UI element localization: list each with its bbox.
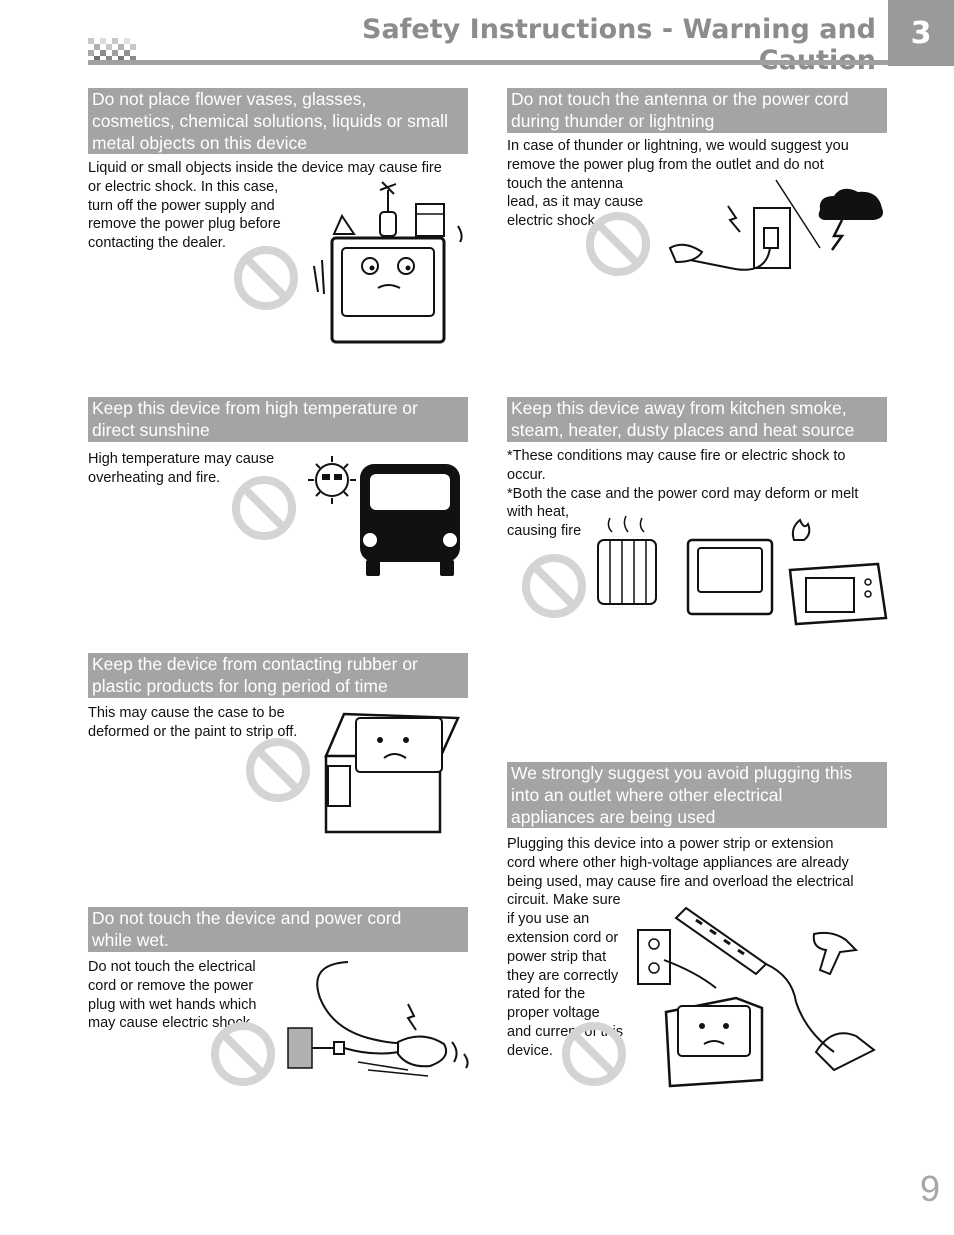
chapter-tab: 3 <box>888 0 954 66</box>
wet-hands-illustration <box>211 961 469 1086</box>
power-strip-illustration <box>562 906 876 1088</box>
header-divider <box>88 60 954 65</box>
prohibited-icon <box>211 1022 275 1086</box>
section-text: *These conditions may cause fire or elec… <box>507 448 859 540</box>
section-heading: We strongly suggest you avoid plugging t… <box>507 762 887 828</box>
tv-with-objects-illustration <box>234 181 463 344</box>
section-heading: Do not touch the device and power cord w… <box>88 907 468 952</box>
page-number: 9 <box>919 1168 940 1209</box>
page-title: Safety Instructions - Warning and Cautio… <box>362 14 876 76</box>
checker-pattern-icon <box>88 38 136 62</box>
prohibited-icon <box>234 246 298 310</box>
section-heading: Do not place flower vases, glasses, cosm… <box>88 88 468 154</box>
section-heading: Do not touch the antenna or the power co… <box>507 88 887 133</box>
prohibited-icon <box>562 1022 626 1086</box>
section-heading: Keep this device from high temperature o… <box>88 397 468 442</box>
heater-microwave-illustration <box>522 515 888 626</box>
sun-bus-illustration <box>232 456 460 576</box>
section-text: In case of thunder or lightning, we woul… <box>507 138 849 230</box>
section-text: Liquid or small objects inside the devic… <box>88 160 442 252</box>
prohibited-icon <box>246 738 310 802</box>
section-text: Plugging this device into a power strip … <box>507 836 854 1059</box>
lightning-outlet-illustration <box>586 179 883 276</box>
section-text: This may cause the case to be deformed o… <box>88 705 298 740</box>
section-heading: Keep the device from contacting rubber o… <box>88 653 468 698</box>
section-heading: Keep this device away from kitchen smoke… <box>507 397 887 442</box>
prohibited-icon <box>522 554 586 618</box>
section-text: High temperature may cause overheating a… <box>88 451 275 486</box>
rubber-contact-illustration <box>246 712 460 834</box>
prohibited-icon <box>586 212 650 276</box>
prohibited-icon <box>232 476 296 540</box>
section-text: Do not touch the electrical cord or remo… <box>88 959 257 1032</box>
